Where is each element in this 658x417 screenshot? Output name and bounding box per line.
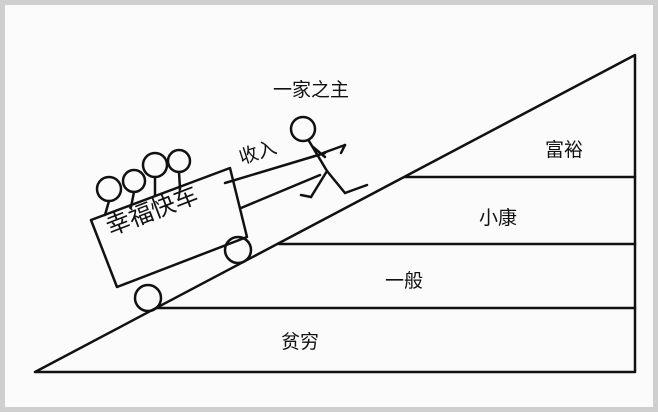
level-label-average: 一般	[385, 270, 424, 292]
level-label-poor: 贫穷	[281, 331, 320, 353]
cart-wheel-rear	[133, 283, 163, 313]
pull-shaft-lower	[239, 173, 322, 210]
cart-wheel-front	[223, 235, 253, 265]
diagram-drawing	[33, 53, 637, 374]
cart-body	[89, 166, 249, 289]
stick-figure	[289, 115, 369, 199]
pull-shaft-upper	[223, 151, 327, 185]
level-label-rich: 富裕	[545, 139, 584, 161]
slope-triangle	[33, 53, 637, 374]
passengers	[95, 148, 192, 217]
level-label-comfortable: 小康	[479, 207, 518, 229]
figure-title: 一家之主	[273, 79, 350, 101]
